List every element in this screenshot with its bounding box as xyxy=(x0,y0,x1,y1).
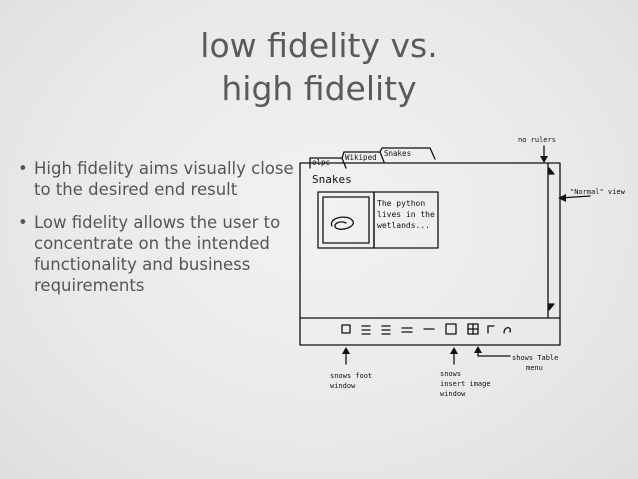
annotation-shows-table: menu xyxy=(526,364,543,372)
bullet-item: • Low fidelity allows the user to concen… xyxy=(18,212,298,296)
article-box xyxy=(373,191,439,249)
bullet-marker: • xyxy=(18,213,28,232)
annotation-shows-table: shows Table xyxy=(512,354,558,362)
bullet-item: • High fidelity aims visually close to t… xyxy=(18,158,298,200)
toolbar-icon xyxy=(503,326,511,334)
snake-drawing xyxy=(330,216,354,230)
page-heading: Snakes xyxy=(312,173,352,186)
annotation-no-rulers: no rulers xyxy=(518,136,556,144)
tab-label: Wikiped xyxy=(345,153,377,162)
tab-label: olpc xyxy=(312,158,330,167)
title-line-2: high fidelity xyxy=(221,69,417,108)
browser-window xyxy=(299,162,561,346)
tab-label: Snakes xyxy=(384,149,411,158)
article-line: The python xyxy=(377,199,425,208)
toolbar-icon xyxy=(445,323,457,335)
annotation-snows-image: snows xyxy=(440,370,461,378)
arrow-shows-table xyxy=(477,347,511,357)
scroll-up-arrow xyxy=(548,167,555,175)
arrowhead xyxy=(474,346,482,353)
annotation-snows-image: insert image xyxy=(440,380,491,388)
arrowhead xyxy=(558,194,566,202)
bullet-marker: • xyxy=(18,159,28,178)
tab-outline xyxy=(341,151,385,163)
title-line-1: low fidelity vs. xyxy=(200,26,438,65)
image-placeholder xyxy=(317,191,375,249)
tab-outline xyxy=(379,147,436,160)
annotation-snows-foot: snows foot xyxy=(330,372,372,380)
annotation-normal-view: "Normal" view xyxy=(570,188,626,196)
image-inner-frame xyxy=(322,196,370,244)
scroll-down-arrow xyxy=(548,303,555,311)
slide-title: low fidelity vs. high fidelity xyxy=(0,24,638,110)
toolbar-icon xyxy=(341,324,351,334)
bullet-text: High fidelity aims visually close to the… xyxy=(34,159,294,199)
annotation-snows-image: window xyxy=(440,390,466,398)
arrowhead xyxy=(342,347,350,354)
annotation-snows-foot: window xyxy=(330,382,356,390)
wireframe-sketch: olpc Wikiped Snakes Snakes The python li… xyxy=(299,136,626,398)
bullet-list: • High fidelity aims visually close to t… xyxy=(18,158,298,308)
article-line: lives in the xyxy=(377,210,435,219)
arrowhead xyxy=(450,347,458,354)
toolbar-icon xyxy=(487,325,495,334)
article-line: wetlands... xyxy=(377,221,430,230)
bullet-text: Low fidelity allows the user to concentr… xyxy=(34,213,281,295)
arrowhead xyxy=(540,156,548,163)
